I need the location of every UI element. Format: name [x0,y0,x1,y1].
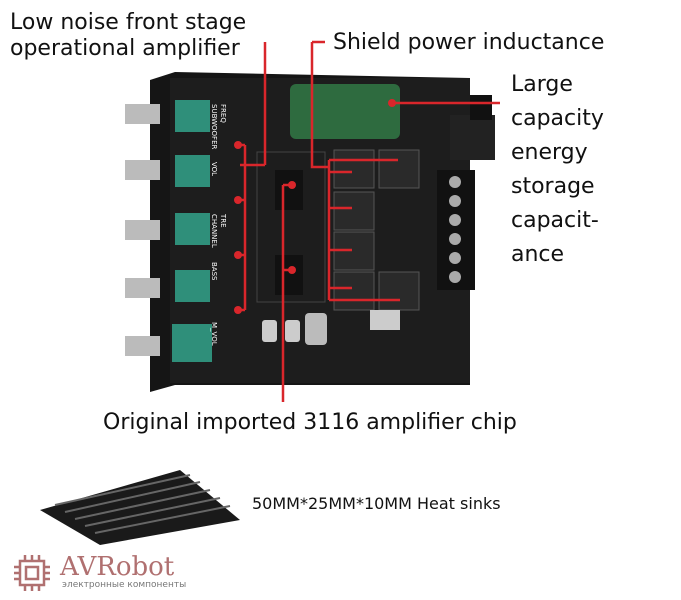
silkscreen-label: M_VOL [210,322,218,346]
heatsink [40,470,240,545]
power-connector [450,115,495,160]
small-capacitor [305,313,327,345]
capacitor-label-line: storage [511,174,595,199]
front-stage-label: Low noise front stage [10,10,247,35]
opamp-chip [275,170,303,210]
front-stage-label-2: operational amplifier [10,36,240,61]
capacitor-label-line: energy [511,140,588,165]
logo-subtitle: электронные компоненты [62,580,187,590]
terminal-screws [449,176,461,283]
capacitor-label-line: ance [511,242,565,267]
inductors [333,149,420,311]
small-capacitor [262,320,277,342]
silkscreen-label: FREQ [219,104,227,123]
dc-jack [470,95,492,120]
capacitor-label-line: capacity [511,106,604,131]
heatsink-label: 50MM*25MM*10MM Heat sinks [252,494,501,513]
chip-area [256,151,326,303]
terminal-block [437,170,475,290]
antenna [370,310,400,330]
silkscreen-label: BASS [210,262,218,281]
chip-label: Original imported 3116 amplifier chip [103,410,517,435]
silkscreen-label: TRE [219,213,227,228]
chip-logo-icon [14,555,50,591]
potentiometers [125,100,212,362]
inductance-label: Shield power inductance [333,30,605,55]
annotation-dots [234,99,396,314]
capacitor-label-line: capacit- [511,208,599,233]
small-capacitor [285,320,300,342]
silkscreen-label: VOL [210,162,218,176]
amplifier-chip [275,255,303,295]
silkscreen-label: CHANNEL [210,214,218,248]
large-capacitor [290,84,400,139]
logo-name: AVRobot [60,552,175,582]
silkscreen-label: SUBWOOFER [210,104,218,150]
capacitor-label-line: Large [511,72,573,97]
